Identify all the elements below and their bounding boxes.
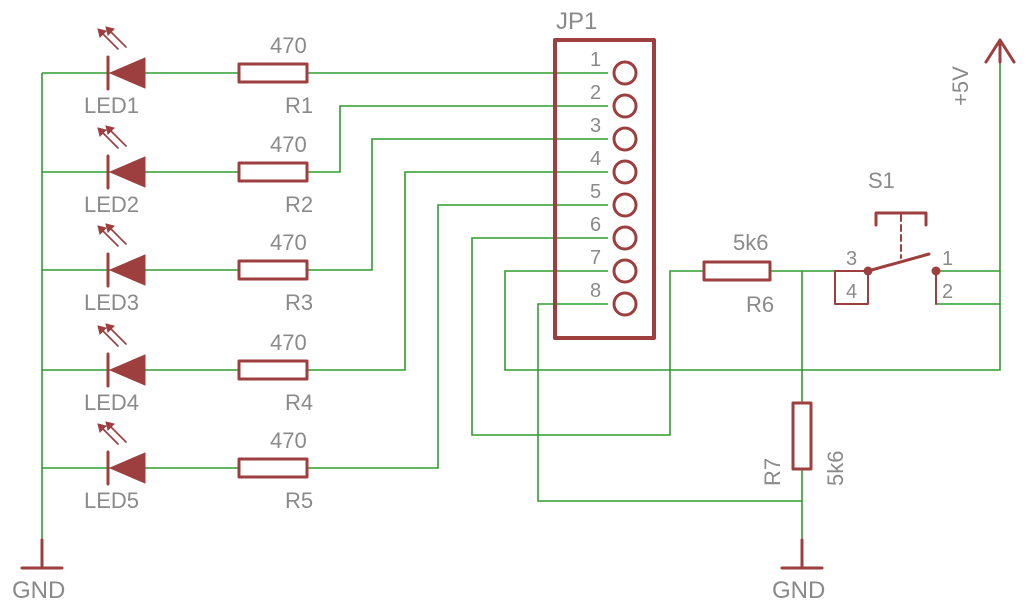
resistor-value: 470 xyxy=(270,330,307,355)
net-pin7-vcc xyxy=(504,55,1001,371)
ground-label: GND xyxy=(12,577,65,604)
header-pin xyxy=(612,291,638,317)
resistor-body xyxy=(702,260,772,282)
resistor-body xyxy=(237,457,309,479)
switch-s1: S1 3 4 1 2 xyxy=(834,168,953,305)
header-pin-number: 3 xyxy=(590,115,601,137)
resistor-name: R7 xyxy=(760,458,785,486)
led-arrow-heads xyxy=(97,125,115,137)
wires xyxy=(41,55,1001,545)
led-led3: LED3 xyxy=(84,223,146,315)
header-pin xyxy=(612,126,638,152)
resistor-body xyxy=(237,62,309,84)
header-pin-number: 7 xyxy=(590,247,601,269)
header-body xyxy=(553,38,656,340)
net-r3-pin3 xyxy=(308,138,608,271)
supply-vcc: +5V xyxy=(948,38,1016,106)
led-led4: LED4 xyxy=(84,323,146,415)
resistor-r2: 470 R2 xyxy=(237,132,313,217)
header-title: JP1 xyxy=(556,8,597,35)
header-pin-number: 6 xyxy=(590,214,601,236)
header-pin-number: 5 xyxy=(590,181,601,203)
net-r2-pin2 xyxy=(308,105,608,173)
ground-left: GND xyxy=(12,538,65,604)
resistor-r4: 470 R4 xyxy=(237,330,313,415)
header-pin xyxy=(612,159,638,185)
resistor-name: R5 xyxy=(285,488,313,513)
header-pin-numbers: 1 2 3 4 5 6 7 8 xyxy=(590,49,601,302)
resistor-body xyxy=(237,259,309,281)
switch-pin-label: 2 xyxy=(942,281,953,303)
ground-right: GND xyxy=(772,538,825,604)
resistor-r7: R7 5k6 xyxy=(760,401,848,486)
header-pin-number: 1 xyxy=(590,49,601,71)
net-r5-pin5 xyxy=(308,204,608,469)
led-triangle xyxy=(108,354,146,386)
header-pin xyxy=(612,60,638,86)
resistor-value: 470 xyxy=(270,132,307,157)
resistor-value: 5k6 xyxy=(823,451,848,486)
header-pin-number: 4 xyxy=(590,148,601,170)
switch-pin-label: 3 xyxy=(846,248,857,270)
net-switch-vcc xyxy=(936,270,1000,305)
switch-name: S1 xyxy=(868,168,895,193)
switch-pin-label: 4 xyxy=(846,281,857,303)
net-pin8-gnd xyxy=(537,303,802,502)
resistor-body xyxy=(237,161,309,183)
header-pin xyxy=(612,93,638,119)
switch-pin-label: 1 xyxy=(942,248,953,270)
resistor-name: R3 xyxy=(285,290,313,315)
header-pin-circles xyxy=(612,60,638,317)
resistor-r6: 5k6 R6 xyxy=(702,230,774,317)
led-arrow-heads xyxy=(97,323,115,335)
header-pin xyxy=(612,192,638,218)
resistor-name: R6 xyxy=(746,292,774,317)
switch-lever xyxy=(866,252,931,273)
resistor-r3: 470 R3 xyxy=(237,230,313,315)
led-arrow-heads xyxy=(97,421,115,433)
resistor-value: 470 xyxy=(270,428,307,453)
header-jp1: JP1 1 2 3 4 5 6 7 8 xyxy=(553,8,656,340)
supply-label: +5V xyxy=(948,66,973,106)
net-pin6-r6 xyxy=(471,237,703,436)
led-arrow-heads xyxy=(97,223,115,235)
resistor-value: 470 xyxy=(270,230,307,255)
header-pin xyxy=(612,225,638,251)
resistor-body xyxy=(791,401,813,471)
led-cathode-wires xyxy=(42,72,110,469)
resistor-body xyxy=(237,359,309,381)
header-pin-number: 2 xyxy=(590,82,601,104)
led-label: LED1 xyxy=(84,93,139,118)
resistor-r5: 470 R5 xyxy=(237,428,313,513)
resistor-value: 5k6 xyxy=(733,230,768,255)
led-led5: LED5 xyxy=(84,421,146,513)
led-label: LED4 xyxy=(84,390,139,415)
led-label: LED2 xyxy=(84,192,139,217)
led-resistor-wires xyxy=(145,72,238,469)
led-triangle xyxy=(108,452,146,484)
led-triangle xyxy=(108,254,146,286)
net-r4-pin4 xyxy=(308,171,608,371)
resistor-value: 470 xyxy=(270,33,307,58)
led-triangle xyxy=(108,156,146,188)
supply-arrow-icon xyxy=(984,38,1016,64)
header-pin xyxy=(612,258,638,284)
led-led1: LED1 xyxy=(84,26,146,118)
led-triangle xyxy=(108,57,146,89)
led-led2: LED2 xyxy=(84,125,146,217)
led-label: LED3 xyxy=(84,290,139,315)
switch-pin4-link xyxy=(834,270,869,305)
header-pin-number: 8 xyxy=(590,280,601,302)
ground-label: GND xyxy=(772,577,825,604)
led-arrow-heads xyxy=(97,26,115,38)
resistor-name: R2 xyxy=(285,192,313,217)
resistor-name: R1 xyxy=(285,93,313,118)
resistor-r1: 470 R1 xyxy=(237,33,313,118)
led-label: LED5 xyxy=(84,488,139,513)
ground-icon xyxy=(20,538,64,570)
resistor-name: R4 xyxy=(285,390,313,415)
ground-icon xyxy=(780,538,824,570)
switch-actuator xyxy=(874,211,928,227)
